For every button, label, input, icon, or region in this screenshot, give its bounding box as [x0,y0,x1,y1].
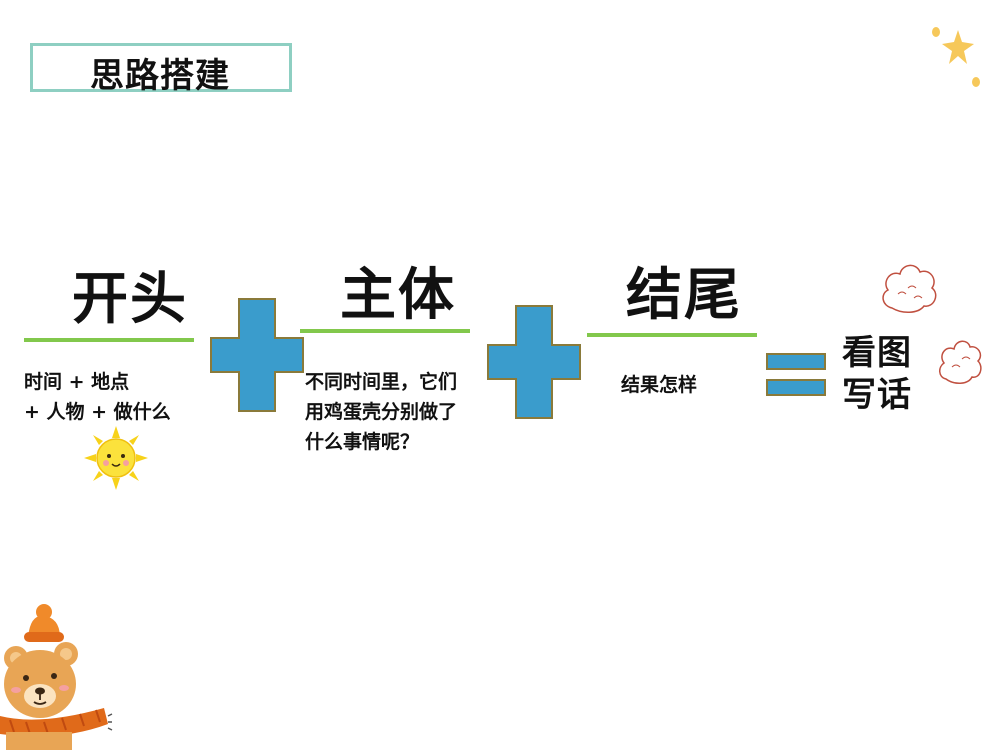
section-desc-opening: 时间 + 地点 + 人物 + 做什么 [24,371,171,423]
page-title: 思路搭建 [90,56,230,96]
result-label: 看图 写话 [842,333,912,415]
underline-ending [587,333,757,337]
section-desc-body: 不同时间里，它们 用鸡蛋壳分别做了 什么事情呢？ [305,371,458,453]
cloud-icon [882,264,937,313]
section-heading-ending: 结尾 [626,263,742,328]
sun-icon [84,426,148,490]
section-desc-ending: 结果怎样 [621,374,698,396]
plus-icon [210,298,304,412]
section-heading-opening: 开头 [72,267,188,332]
title-box [30,43,292,92]
underline-opening [24,338,194,342]
underline-body [300,329,470,333]
star-icon [932,27,980,87]
bear-icon [0,604,113,750]
equals-icon [766,353,826,396]
plus-icon [487,305,581,419]
section-heading-body: 主体 [340,263,456,328]
cloud-icon [939,340,982,384]
